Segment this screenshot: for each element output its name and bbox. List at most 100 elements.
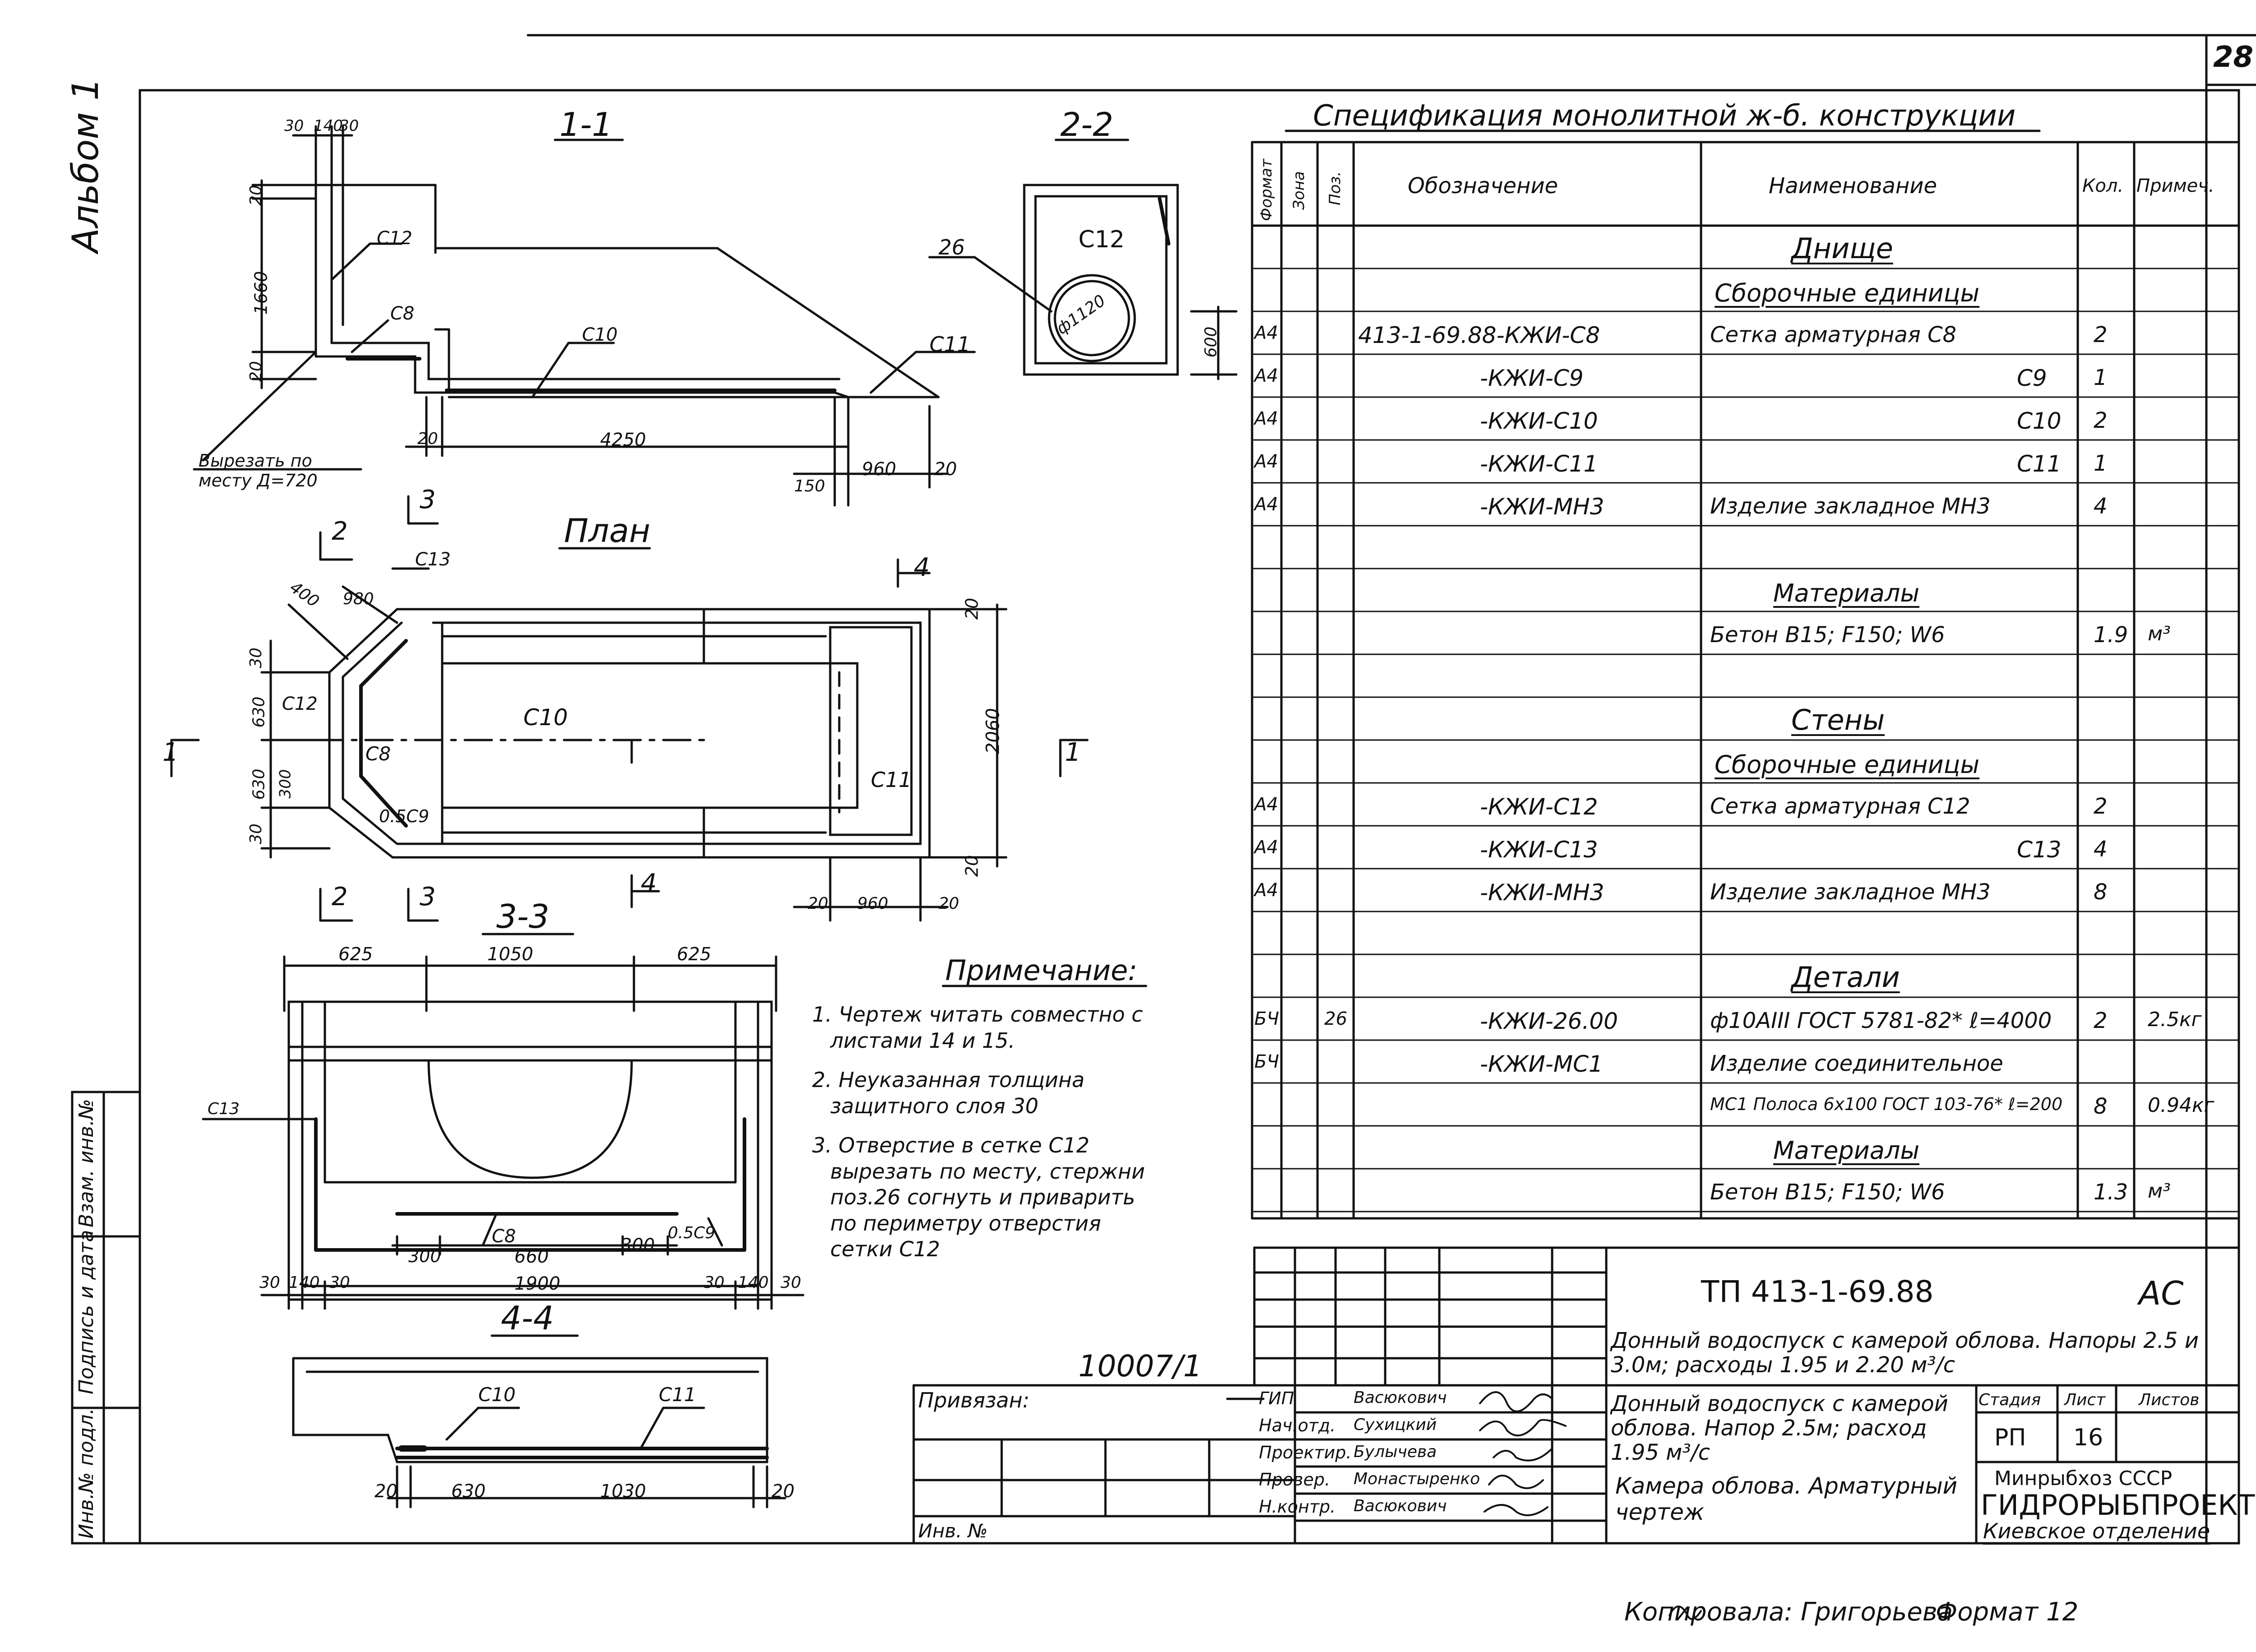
- spec-cell-d: -КЖИ-МС1: [1480, 1051, 1603, 1077]
- note-line: вырезать по месту, стержни: [830, 1159, 1145, 1184]
- note-line: 1. Чертеж читать совместно с: [812, 1002, 1143, 1027]
- note-line: сетки С12: [830, 1237, 940, 1261]
- spec-cell-n: МС1 Полоса 6x100 ГОСТ 103-76* ℓ=200: [1710, 1094, 2063, 1114]
- note-line: 2. Неуказанная толщина: [812, 1068, 1085, 1092]
- spec-cell-n: С10: [2017, 408, 2062, 434]
- note-line: 3. Отверстие в сетке С12: [812, 1133, 1090, 1157]
- tb-org1: Минрыбхоз СССР: [1994, 1467, 2173, 1490]
- spec-cell-n: С11: [2017, 451, 2062, 477]
- section-1-1-title: 1-1: [559, 106, 613, 143]
- strip-inv-podl: Инв.№ подл.: [75, 1408, 98, 1539]
- s33-dim-30c: 30: [704, 1273, 725, 1292]
- spec-cell-q: 1: [2094, 451, 2108, 476]
- spec-cell-f: А4: [1254, 366, 1278, 386]
- plan-cut-3-top: 3: [420, 485, 436, 514]
- s11-dim-20c: 20: [417, 430, 438, 448]
- tb-role-name: Монастыренко: [1354, 1470, 1480, 1488]
- section-4-4-drawing: [292, 1334, 786, 1509]
- plan-dim-30a: 30: [246, 648, 265, 668]
- spec-cell-n: Сетка арматурная С12: [1710, 794, 1970, 819]
- plan-label-c8: C8: [365, 743, 391, 765]
- s33-dim-300b: 300: [620, 1235, 655, 1256]
- tb-bound: Привязан:: [918, 1388, 1030, 1412]
- plan-cut-3-bottom: 3: [420, 882, 436, 912]
- plan-label-c12: C12: [282, 694, 318, 714]
- tb-desc3: Камера облова. Арматурный чертеж: [1615, 1473, 1958, 1525]
- strip-podpis: Подпись и дата: [75, 1230, 98, 1394]
- s11-dim-1660: 1660: [251, 271, 271, 315]
- spec-cell-n: Изделие закладное МН3: [1710, 494, 1991, 519]
- s11-dim-20d: 20: [934, 459, 957, 480]
- spec-cell-f: БЧ: [1254, 1009, 1279, 1029]
- spec-cell-d: -КЖИ-С11: [1480, 451, 1598, 477]
- plan-dim-20d: 20: [938, 894, 959, 913]
- s22-label-c12: C12: [1078, 226, 1125, 253]
- tb-sheet-h: Лист: [2064, 1391, 2106, 1409]
- spec-cell-q: 8: [2094, 879, 2108, 905]
- spec-h-format: Формат: [1257, 159, 1276, 221]
- s11-dim-960: 960: [862, 459, 897, 480]
- strip-vzam: Взам. инв.№: [75, 1099, 98, 1227]
- plan-dim-20b: 20: [962, 855, 982, 877]
- plan-label-c9: 0.5C9: [379, 806, 430, 826]
- spec-h-qty: Кол.: [2082, 176, 2124, 196]
- copied-by: Копировала: Григорьева: [1624, 1597, 1953, 1627]
- section-4-4-title: 4-4: [501, 1299, 554, 1337]
- spec-cell-m: м³: [2148, 622, 2171, 645]
- plan-cut-4-bottom: 4: [641, 869, 657, 898]
- s33-dim-300a: 300: [408, 1246, 441, 1266]
- spec-cell-n: Бетон В15; F150; W6: [1710, 622, 1945, 648]
- tb-role-role: ГИП: [1259, 1388, 1294, 1408]
- plan-dim-2060: 2060: [982, 708, 1003, 754]
- spec-h-name: Наименование: [1769, 173, 1937, 199]
- section-2-2-drawing: [928, 139, 1238, 380]
- section-1-1-drawing: [193, 125, 976, 507]
- spec-cell-n: Стены: [1791, 703, 1885, 736]
- spec-cell-f: БЧ: [1254, 1051, 1279, 1072]
- plan-dim-300: 300: [276, 769, 295, 799]
- s33-dim-1050: 1050: [487, 944, 533, 965]
- spec-cell-n: Материалы: [1773, 1136, 1919, 1165]
- spec-cell-m: 0.94кг: [2148, 1094, 2214, 1117]
- s33-label-c8: C8: [492, 1226, 516, 1247]
- spec-h-pos: Поз.: [1326, 171, 1344, 205]
- s11-label-c8: C8: [390, 303, 415, 324]
- spec-cell-f: А4: [1254, 323, 1278, 343]
- album-label: Альбом 1: [65, 78, 106, 253]
- notes-title: Примечание:: [945, 954, 1137, 987]
- sheet-number: 28: [2213, 41, 2254, 74]
- s11-dim-30b: 30: [339, 117, 359, 135]
- signature-marks: [1479, 1391, 1702, 1620]
- plan-cut-2-top: 2: [332, 517, 348, 546]
- note-line: листами 14 и 15.: [830, 1028, 1015, 1053]
- s11-dim-140: 140: [314, 117, 343, 135]
- spec-cell-n: ф10АIII ГОСТ 5781-82* ℓ=4000: [1710, 1008, 2052, 1033]
- format-label: Формат 12: [1936, 1597, 2079, 1627]
- s33-label-c9: 0.5C9: [668, 1224, 716, 1242]
- spec-cell-f: А4: [1254, 794, 1278, 815]
- spec-cell-p: 26: [1324, 1009, 1347, 1029]
- s44-dim-630: 630: [451, 1481, 486, 1502]
- tb-stage-h: Стадия: [1979, 1391, 2041, 1409]
- spec-cell-d: -КЖИ-МН3: [1480, 879, 1604, 906]
- plan-dim-980: 980: [343, 590, 374, 608]
- plan-label-c10: C10: [523, 704, 568, 731]
- tb-role-name: Булычева: [1354, 1443, 1437, 1461]
- s11-label-c11: C11: [929, 332, 971, 356]
- spec-cell-n: Изделие соединительное: [1710, 1051, 2003, 1076]
- s33-dim-30a: 30: [259, 1273, 280, 1292]
- spec-cell-d: 413-1-69.88-КЖИ-С8: [1358, 322, 1600, 348]
- s11-dim-20a: 20: [246, 185, 265, 206]
- tb-org3: Киевское отделение: [1983, 1519, 2210, 1543]
- spec-cell-n: Материалы: [1773, 579, 1919, 607]
- plan-dim-960: 960: [857, 894, 888, 913]
- tb-role-role: Нач.отд.: [1259, 1416, 1336, 1435]
- s33-dim-30d: 30: [781, 1273, 801, 1292]
- spec-cell-q: 2: [2094, 322, 2108, 347]
- spec-cell-d: -КЖИ-26.00: [1480, 1008, 1618, 1034]
- plan-title: План: [564, 512, 651, 550]
- tb-org2: ГИДРОРЫБПРОЕКТ: [1981, 1489, 2255, 1522]
- plan-cut-1-right: 1: [1065, 738, 1081, 767]
